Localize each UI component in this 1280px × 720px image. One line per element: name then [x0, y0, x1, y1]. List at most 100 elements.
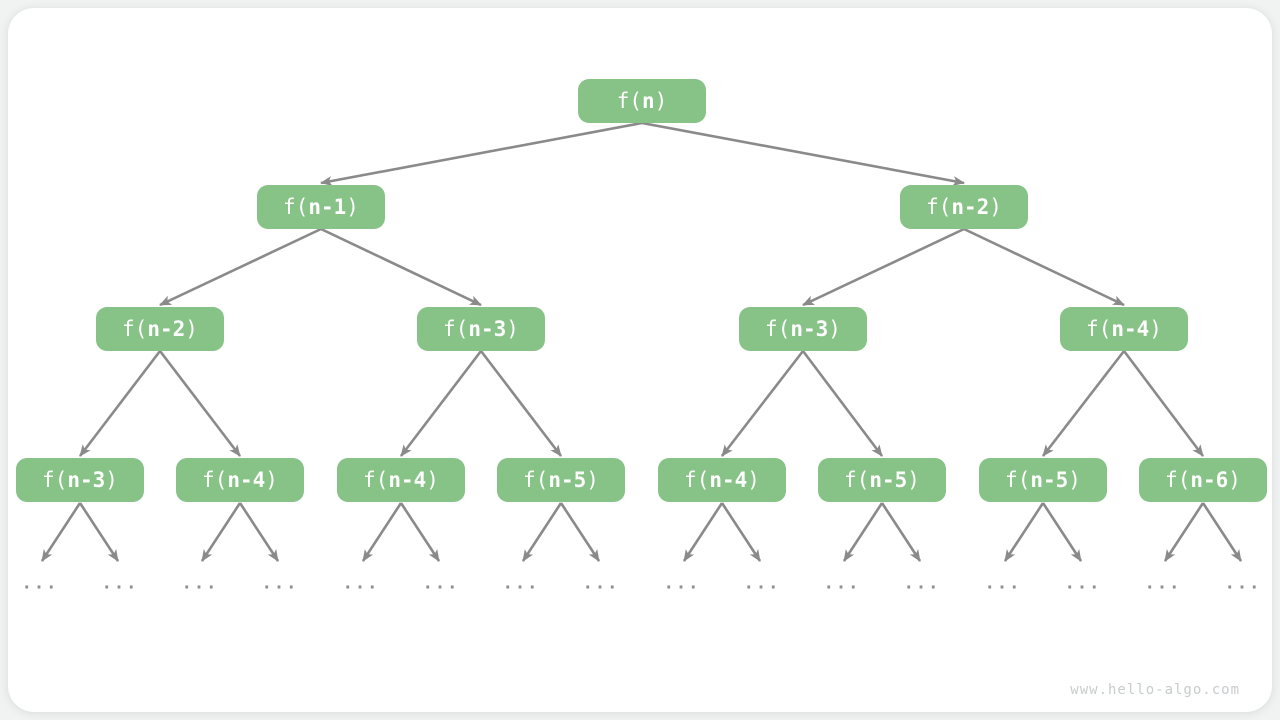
node-label-pre: f( [523, 467, 549, 492]
edge-arrow [159, 227, 322, 307]
node-label-arg: n-5 [869, 467, 908, 492]
node-label-pre: f( [122, 316, 148, 341]
node-label-post: ) [426, 467, 439, 492]
edge-arrow [479, 350, 563, 457]
node-label-arg: n-2 [951, 194, 990, 219]
node-label-arg: n [641, 88, 655, 113]
leaf-arrow [559, 502, 601, 562]
leaf-arrow [200, 502, 242, 562]
node-label-arg: n-3 [468, 316, 507, 341]
edge-arrow [801, 350, 884, 457]
ellipsis-leaf: ... [663, 573, 701, 594]
ellipsis-leaf: ... [1144, 573, 1182, 594]
node-label-pre: f( [765, 316, 791, 341]
node-label-post: ) [989, 194, 1002, 219]
node-label-arg: n-5 [1030, 467, 1069, 492]
node-label-arg: n-6 [1190, 467, 1229, 492]
tree-node: f(n-3) [417, 307, 545, 351]
node-label-pre: f( [1005, 467, 1031, 492]
node-label-post: ) [346, 194, 359, 219]
tree-node: f(n-2) [96, 307, 224, 351]
node-label-pre: f( [616, 88, 642, 113]
node-label-pre: f( [844, 467, 870, 492]
edge-arrow [641, 121, 965, 186]
tree-node: f(n-3) [739, 307, 867, 351]
tree-node: f(n-4) [658, 458, 786, 502]
ellipsis-leaf: ... [903, 573, 941, 594]
edge-arrow [802, 227, 965, 307]
edge-arrow [1041, 350, 1126, 457]
leaf-arrow [40, 502, 82, 562]
node-label-post: ) [185, 316, 198, 341]
edge-arrow [78, 350, 162, 457]
leaf-arrow [842, 502, 884, 562]
ellipsis-leaf: ... [502, 573, 540, 594]
node-label-arg: n-4 [1111, 316, 1150, 341]
edge-arrow [320, 227, 482, 307]
tree-node: f(n) [578, 79, 706, 123]
node-label-pre: f( [926, 194, 952, 219]
tree-node: f(n-4) [337, 458, 465, 502]
ellipsis-leaf: ... [984, 573, 1022, 594]
leaf-arrow [1003, 502, 1045, 562]
tree-node: f(n-6) [1139, 458, 1267, 502]
ellipsis-leaf: ... [743, 573, 781, 594]
node-label-post: ) [265, 467, 278, 492]
edge-arrow [720, 350, 805, 457]
edge-arrow [320, 121, 643, 186]
ellipsis-leaf: ... [342, 573, 380, 594]
node-label-post: ) [1149, 316, 1162, 341]
leaf-arrow [720, 502, 762, 562]
leaf-arrow [880, 502, 922, 562]
tree-node: f(n-2) [900, 185, 1028, 229]
node-label-pre: f( [363, 467, 389, 492]
leaf-arrow [1201, 502, 1243, 562]
leaf-arrow [1163, 502, 1205, 562]
tree-node: f(n-1) [257, 185, 385, 229]
node-label-arg: n-5 [548, 467, 587, 492]
ellipsis-leaf: ... [1064, 573, 1102, 594]
ellipsis-leaf: ... [21, 573, 59, 594]
node-label-pre: f( [443, 316, 469, 341]
ellipsis-leaf: ... [422, 573, 460, 594]
leaf-arrow [361, 502, 403, 562]
node-label-arg: n-4 [709, 467, 748, 492]
node-label-pre: f( [1165, 467, 1191, 492]
figure-card [8, 8, 1272, 712]
leaf-arrow [78, 502, 120, 562]
leaf-arrow [238, 502, 280, 562]
node-label-arg: n-3 [67, 467, 106, 492]
node-label-arg: n-4 [227, 467, 266, 492]
node-label-arg: n-3 [790, 316, 829, 341]
edge-arrow [1122, 350, 1205, 457]
leaf-arrow [521, 502, 563, 562]
ellipsis-leaf: ... [181, 573, 219, 594]
leaf-arrow [1041, 502, 1083, 562]
node-label-post: ) [105, 467, 118, 492]
node-label-post: ) [828, 316, 841, 341]
node-label-pre: f( [202, 467, 228, 492]
node-label-arg: n-1 [308, 194, 347, 219]
edge-arrow [399, 350, 483, 457]
node-label-post: ) [654, 88, 668, 113]
tree-node: f(n-5) [497, 458, 625, 502]
node-label-post: ) [747, 467, 760, 492]
ellipsis-leaf: ... [261, 573, 299, 594]
node-label-post: ) [1228, 467, 1241, 492]
node-label-post: ) [1068, 467, 1081, 492]
tree-node: f(n-5) [818, 458, 946, 502]
tree-node: f(n-5) [979, 458, 1107, 502]
edge-arrow [158, 350, 242, 457]
leaf-arrow [399, 502, 441, 562]
node-label-pre: f( [283, 194, 309, 219]
ellipsis-leaf: ... [823, 573, 861, 594]
edge-arrow [963, 227, 1125, 307]
leaf-arrow [682, 502, 724, 562]
tree-node: f(n-4) [176, 458, 304, 502]
ellipsis-leaf: ... [101, 573, 139, 594]
node-label-pre: f( [684, 467, 710, 492]
node-label-post: ) [506, 316, 519, 341]
ellipsis-leaf: ... [582, 573, 620, 594]
